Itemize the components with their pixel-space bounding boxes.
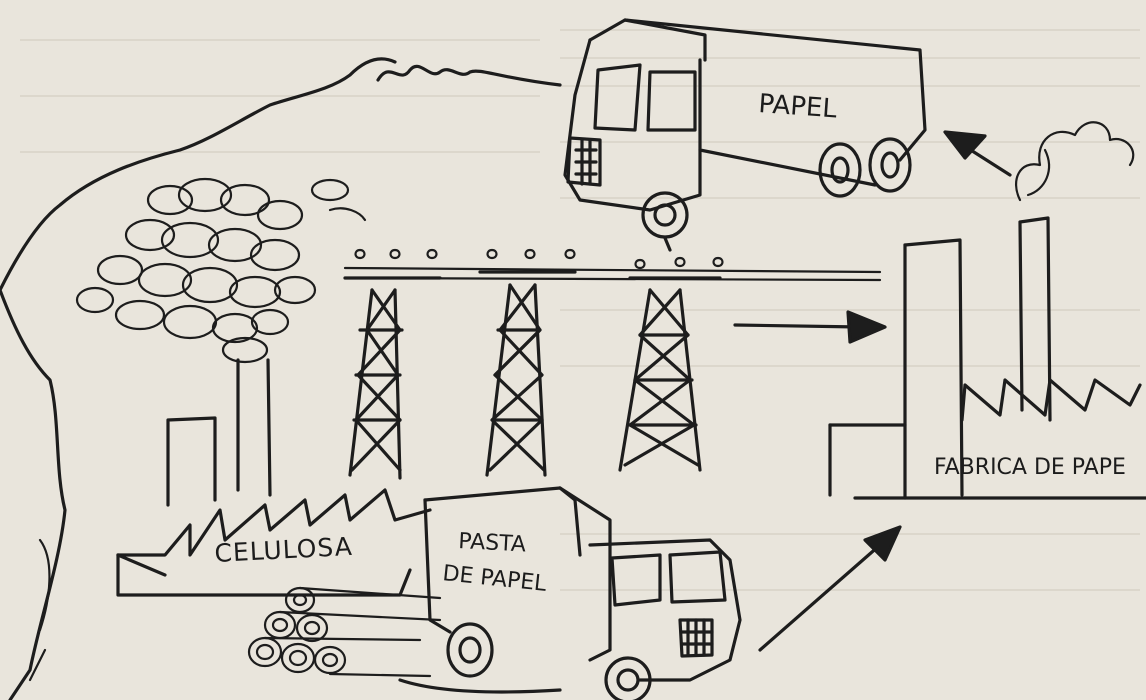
truck-pulp-label-2: DE PAPEL (441, 561, 548, 597)
truck-paper-label: PAPEL (758, 89, 839, 124)
pulp-mill-smoke (75, 177, 367, 364)
truck-pulp-label-1: PASTA (458, 529, 527, 558)
arrow-to-truck (943, 130, 1012, 177)
paper-factory-smoke (1015, 121, 1135, 202)
power-pylon-2 (478, 270, 577, 477)
power-pylon-1 (343, 276, 442, 480)
truck-paper (376, 18, 927, 252)
paper-factory-building (828, 216, 1146, 500)
paper-factory-label: FABRICA DE PAPE (934, 455, 1126, 480)
truck-pulp (398, 486, 742, 700)
power-pylon-3 (618, 276, 722, 472)
log-pile (247, 586, 442, 678)
arrow-electricity-to-factory (733, 310, 887, 344)
pulp-mill-label: CELULOSA (214, 532, 354, 568)
pulp-mill-building (116, 358, 432, 597)
forest-outline (0, 57, 397, 700)
arrow-pulp-to-factory (758, 525, 902, 652)
forest-dashes (28, 538, 51, 682)
power-lines (343, 248, 882, 282)
background-text-bleed (20, 29, 1140, 591)
